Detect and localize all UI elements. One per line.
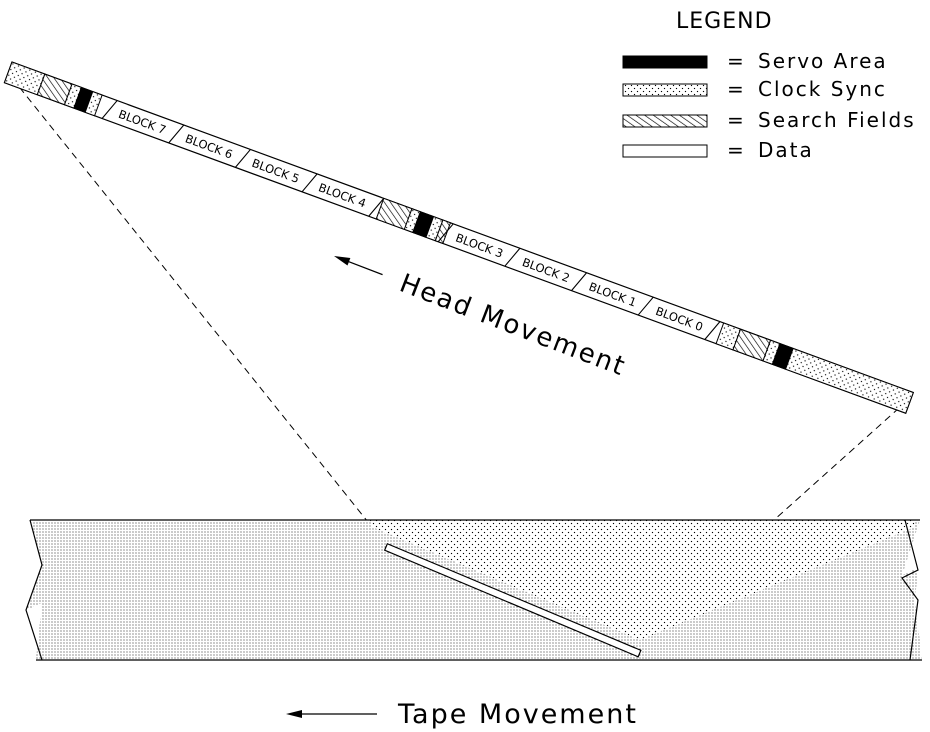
clock-sync-segment [84,90,103,117]
legend-label-search: Search Fields [758,108,916,132]
legend-equals: = [727,108,746,132]
legend-item-search: = Search Fields [622,108,916,132]
track-strip: BLOCK 7 BLOCK 6 BLOCK 5 BLOCK 4 BLOCK 3 … [3,61,915,414]
tape-movement-arrow [286,710,377,718]
legend-title: LEGEND [676,9,773,34]
tape-break-right [901,519,919,661]
legend-label-data: Data [758,138,814,162]
search-field-segment [434,219,452,245]
legend-item-data: = Data [622,138,814,162]
clock-sync-swatch [622,83,708,97]
legend-item-servo: = Servo Area [622,49,888,73]
tape-movement: Tape Movement [286,699,638,730]
tape-track [383,542,642,658]
legend-item-clock: = Clock Sync [622,77,887,101]
tape [25,519,922,661]
head-movement-arrow [334,256,383,276]
legend-label-servo: Servo Area [758,49,888,73]
data-swatch [622,144,708,158]
tape-break-left [25,519,43,661]
scan-region [372,527,915,640]
search-fields-swatch [622,114,708,128]
legend-equals: = [727,49,746,73]
legend: LEGEND = Servo Area = Clock Sync = Searc… [622,9,916,162]
scan-region-lower [370,520,915,527]
clock-sync-segment [784,347,914,414]
tape-movement-label: Tape Movement [397,699,638,730]
legend-equals: = [727,138,746,162]
legend-equals: = [727,77,746,101]
legend-label-clock: Clock Sync [758,77,887,101]
servo-area-swatch [622,55,708,69]
